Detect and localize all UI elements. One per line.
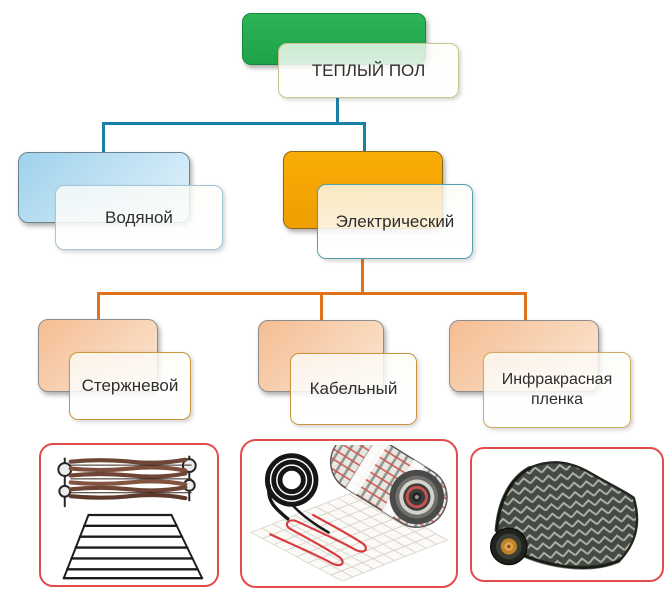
photo-frame-rod [39,443,219,587]
connector-root-vertical [336,97,339,125]
photo-frame-cable [240,439,458,588]
node-water: Водяной [55,185,223,250]
connector-electric-vertical [361,258,364,295]
infrared-film-roll-photo [490,461,639,570]
connector-film-drop [524,292,527,320]
node-rod-label: Стержневой [81,376,179,395]
connector-rod-drop [97,292,100,320]
node-film-label: Инфракрасная пленка [501,371,613,408]
rod-heating-mat-photo [57,455,204,580]
node-root-label: ТЕПЛЫЙ ПОЛ [311,60,426,80]
connector-electric-drop [363,122,366,152]
node-electric: Электрический [317,184,473,259]
connector-cable-drop [320,292,323,321]
node-film: Инфракрасная пленка [483,352,631,428]
node-cable: Кабельный [290,353,417,425]
node-rod: Стержневой [69,352,191,420]
cable-heating-mat-photo [249,445,449,582]
node-root: ТЕПЛЫЙ ПОЛ [278,43,459,98]
node-water-label: Водяной [105,207,173,227]
connector-level1-horizontal [102,122,366,125]
node-electric-label: Электрический [335,211,455,231]
connector-water-drop [102,122,105,153]
node-cable-label: Кабельный [309,379,398,398]
connector-level2-horizontal [97,292,527,295]
photo-frame-film [470,447,664,582]
